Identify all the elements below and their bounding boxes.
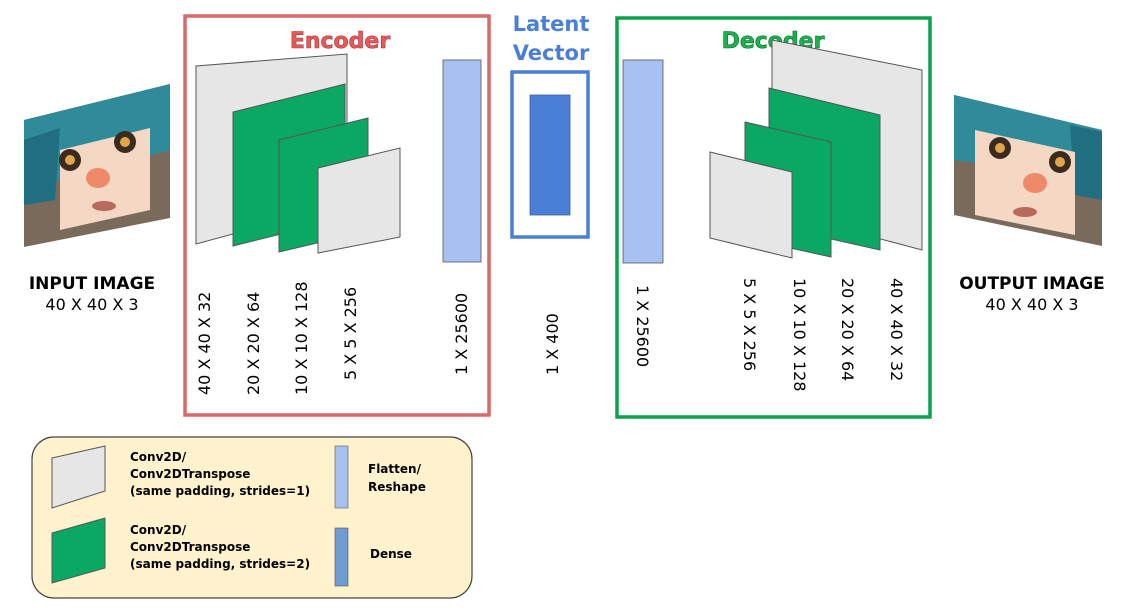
encoder-title: Encoder	[290, 29, 391, 54]
encoder-flatten-layer	[442, 59, 482, 263]
legend-conv-stride1-swatch	[51, 445, 106, 509]
decoder-reshape-label: 1 X 25600	[633, 285, 652, 367]
legend-conv-stride2-swatch	[51, 517, 106, 584]
decoder-layer-3-label: 20 X 20 X 64	[838, 278, 857, 381]
encoder-layer-2-label: 20 X 20 X 64	[244, 292, 263, 395]
encoder-conv-layer-4	[317, 147, 401, 254]
legend-conv-stride1-line2: Conv2DTranspose	[130, 467, 250, 481]
latent-dense-layer	[529, 94, 571, 216]
input-image-dims: 40 X 40 X 3	[45, 295, 138, 314]
output-image-dims: 40 X 40 X 3	[985, 295, 1078, 314]
decoder-box	[615, 16, 932, 419]
encoder-box	[183, 14, 491, 417]
output-image	[954, 95, 1102, 246]
legend-conv-stride2-line2: Conv2DTranspose	[130, 540, 250, 554]
legend-flatten-line2: Reshape	[368, 480, 426, 494]
legend-flatten-swatch	[334, 445, 349, 509]
output-image-title: OUTPUT IMAGE	[959, 274, 1105, 294]
legend-dense-label: Dense	[370, 547, 412, 561]
decoder-layer-1-label: 5 X 5 X 256	[740, 278, 759, 371]
latent-title-line1: Latent	[513, 12, 590, 36]
legend-conv-stride1-line1: Conv2D/	[130, 450, 187, 464]
encoder-layer-1-label: 40 X 40 X 32	[195, 292, 214, 395]
encoder-layer-3-label: 10 X 10 X 128	[292, 281, 311, 395]
input-image-title: INPUT IMAGE	[29, 274, 155, 294]
legend-dense-swatch	[334, 527, 349, 587]
legend-conv-stride2-line3: (same padding, strides=2)	[130, 557, 310, 571]
legend-flatten-line1: Flatten/	[368, 462, 422, 476]
latent-box	[510, 70, 590, 239]
decoder-layer-2-label: 10 X 10 X 128	[790, 278, 809, 392]
latent-title-line2: Vector	[513, 41, 590, 65]
decoder-layer-4-label: 40 X 40 X 32	[887, 278, 906, 381]
decoder-reshape-layer	[622, 59, 664, 264]
decoder-conv-layer-1	[709, 151, 793, 259]
legend-conv-stride1-line3: (same padding, strides=1)	[130, 484, 310, 498]
input-image	[24, 84, 170, 247]
legend-box	[31, 436, 473, 599]
encoder-flatten-label: 1 X 25600	[452, 293, 471, 375]
latent-dims-label: 1 X 400	[543, 313, 562, 375]
legend-conv-stride2-line1: Conv2D/	[130, 523, 187, 537]
encoder-layer-4-label: 5 X 5 X 256	[341, 287, 360, 380]
